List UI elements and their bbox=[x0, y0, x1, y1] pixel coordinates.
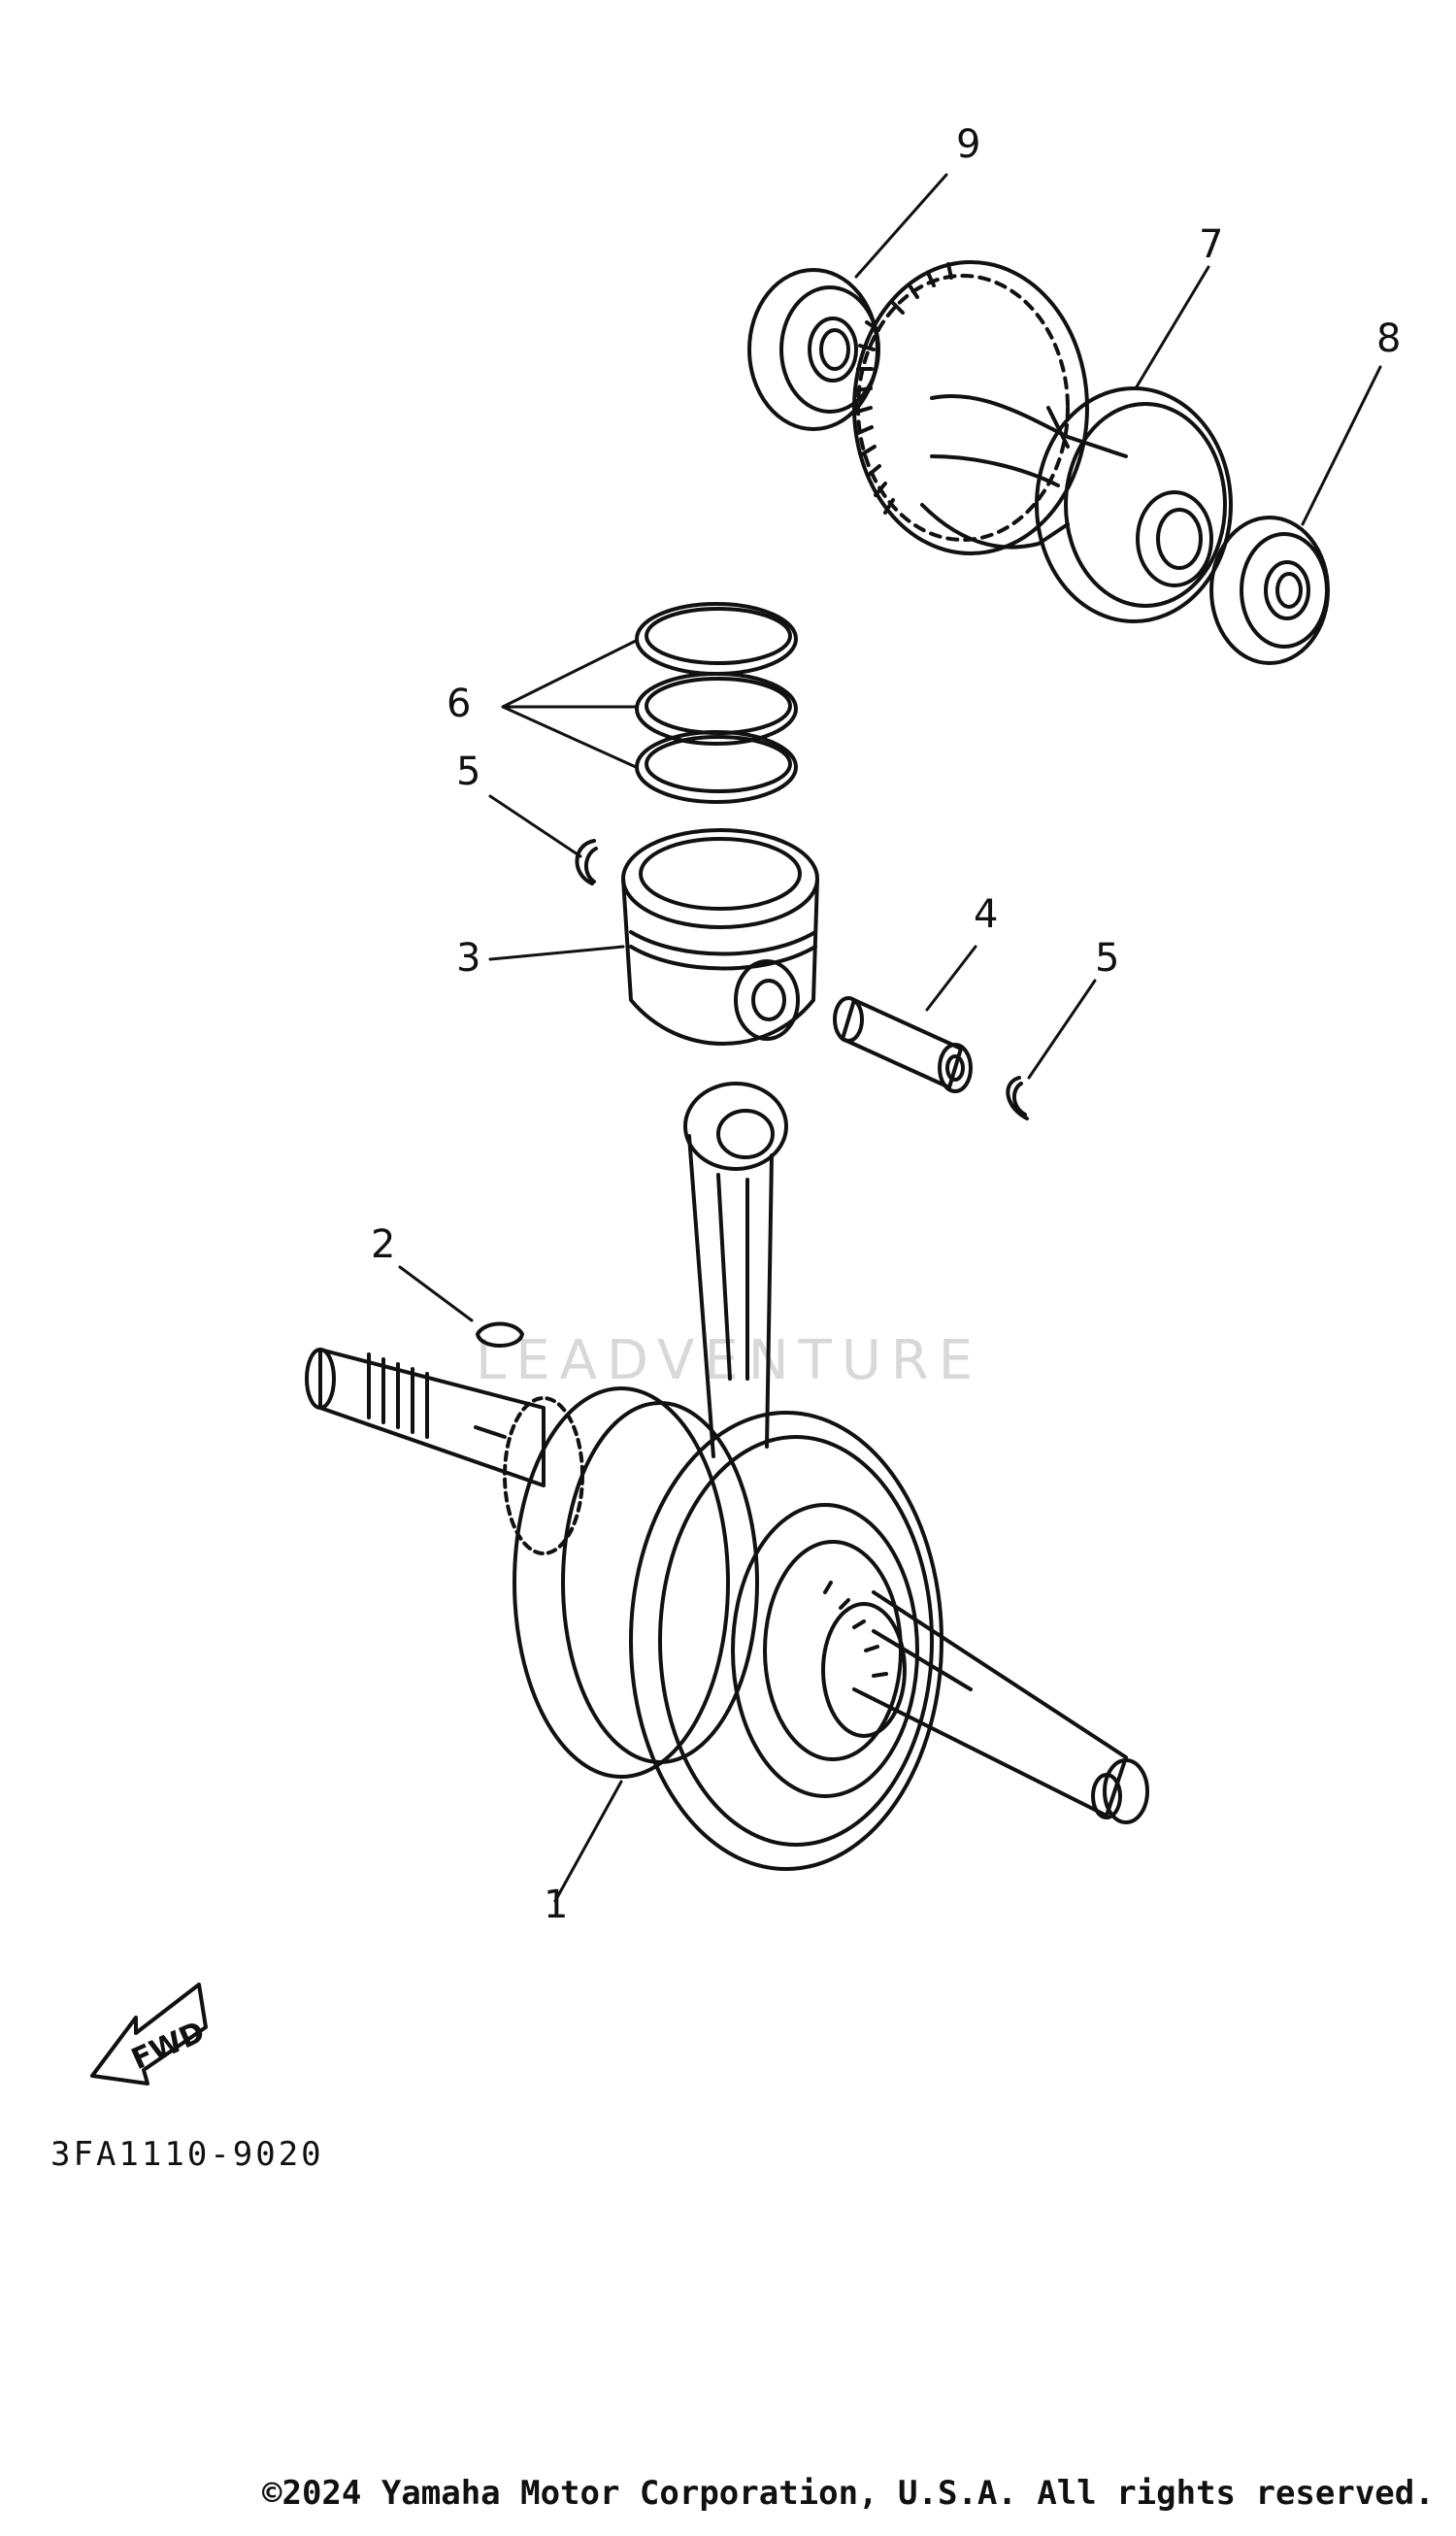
part-5-circlip-left bbox=[575, 839, 598, 885]
part-7-balancer-shaft bbox=[852, 260, 1233, 623]
part-6-piston-rings bbox=[635, 602, 798, 804]
callout-6: 6 bbox=[447, 682, 471, 726]
callout-4: 4 bbox=[974, 892, 998, 937]
part-8-bearing bbox=[1209, 516, 1330, 665]
callout-9: 9 bbox=[956, 122, 980, 167]
watermark-text: LEADVENTURE bbox=[476, 1329, 982, 1392]
callout-1: 1 bbox=[544, 1883, 568, 1927]
part-code-label: 3FA1110-9020 bbox=[50, 2135, 324, 2174]
part-9-bearing bbox=[747, 268, 880, 431]
part-1-crankshaft bbox=[305, 1082, 1149, 1871]
copyright-notice: ©2024 Yamaha Motor Corporation, U.S.A. A… bbox=[262, 2474, 1435, 2513]
part-5-circlip-right bbox=[1006, 1076, 1029, 1120]
fwd-arrow bbox=[90, 1983, 208, 2086]
callout-3: 3 bbox=[456, 936, 480, 981]
part-3-piston bbox=[621, 828, 819, 1046]
callout-8: 8 bbox=[1376, 317, 1401, 361]
callout-leader-lines bbox=[398, 173, 1382, 1903]
callout-7: 7 bbox=[1199, 222, 1223, 267]
callout-5-left: 5 bbox=[456, 750, 480, 794]
part-2-key bbox=[476, 1321, 524, 1348]
callout-5-right: 5 bbox=[1095, 936, 1119, 981]
fwd-label: FWD bbox=[126, 2015, 210, 2077]
part-4-piston-pin bbox=[833, 996, 973, 1093]
callout-2: 2 bbox=[371, 1222, 395, 1267]
